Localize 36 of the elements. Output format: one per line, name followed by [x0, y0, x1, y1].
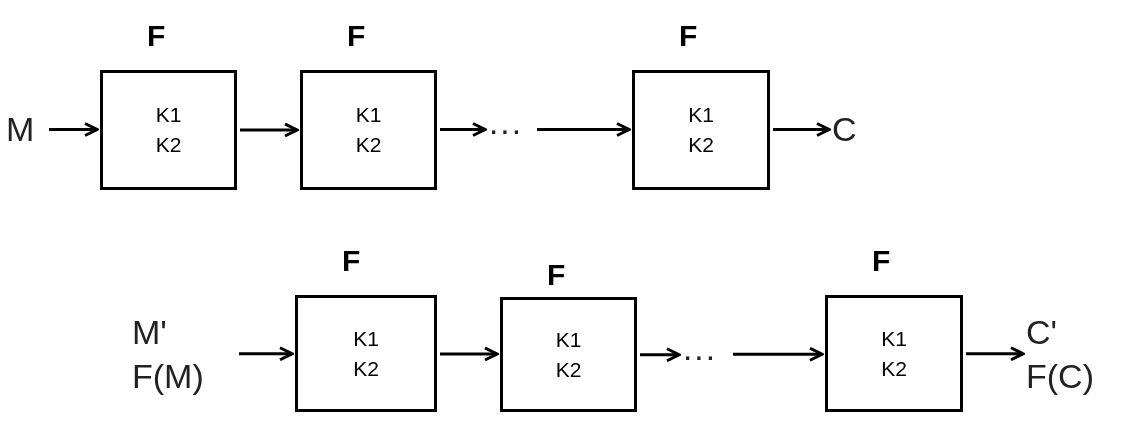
round-function-label: F — [872, 246, 891, 276]
key-label: K1 — [881, 325, 907, 352]
round-function-label: F — [342, 246, 361, 276]
arrow — [773, 122, 831, 137]
key-label: K1 — [688, 102, 714, 128]
text-label: ··· — [488, 109, 523, 150]
key-label: K1 — [555, 326, 582, 353]
key-label: K2 — [688, 132, 714, 158]
text-label: C' — [1026, 312, 1059, 353]
text-label: F(M) — [132, 356, 205, 397]
arrow — [440, 346, 499, 362]
text-label: C — [832, 109, 858, 150]
round-function-label: F — [547, 260, 566, 290]
text-label: ··· — [682, 335, 717, 376]
round-function-label: F — [679, 21, 698, 51]
arrow — [240, 122, 299, 138]
key-label: K2 — [353, 355, 379, 382]
key-label: K1 — [155, 102, 182, 128]
arrow — [537, 122, 631, 137]
key-label: K1 — [353, 325, 379, 352]
text-label: F(C) — [1026, 356, 1095, 397]
key-label: K2 — [155, 132, 182, 158]
arrow — [640, 347, 681, 363]
arrow — [440, 122, 487, 137]
key-label: K2 — [555, 356, 582, 383]
key-label: K1 — [355, 102, 382, 128]
key-label: K2 — [355, 132, 382, 158]
text-label: M — [6, 109, 36, 150]
arrow — [733, 346, 824, 362]
text-label: M' — [132, 312, 168, 353]
arrow — [49, 122, 99, 137]
arrow — [239, 346, 294, 362]
key-label: K2 — [881, 355, 907, 382]
round-function-label: F — [147, 21, 166, 51]
arrow — [966, 346, 1025, 362]
round-function-label: F — [347, 21, 366, 51]
